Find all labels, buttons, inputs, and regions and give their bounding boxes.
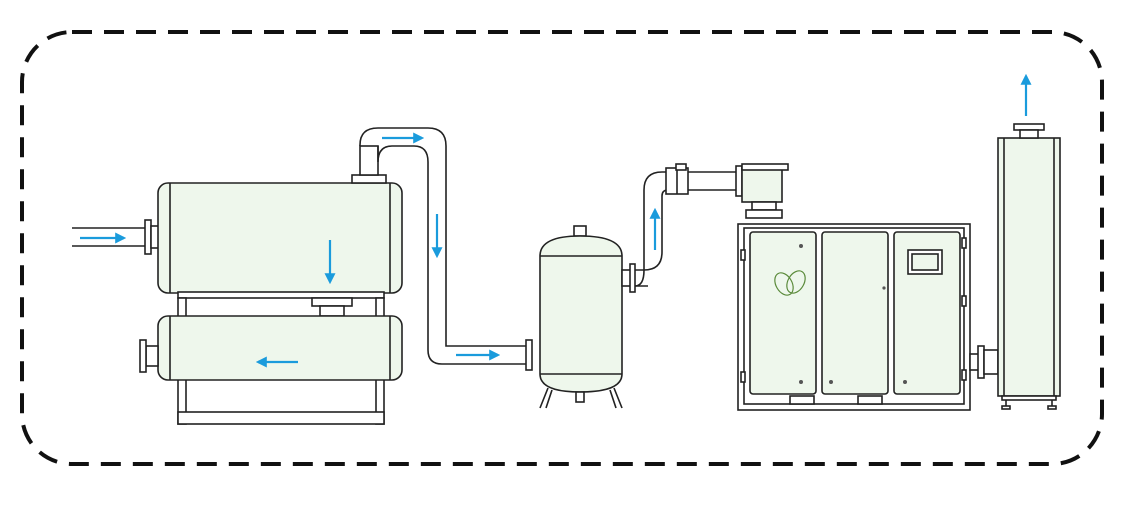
upper-tank-top-nozzle	[351, 174, 387, 184]
tank-group	[72, 145, 403, 425]
connecting-pipe	[359, 127, 528, 365]
filter-column	[983, 123, 1061, 410]
flow-arrows	[80, 73, 1032, 368]
support-frame-top	[177, 291, 385, 299]
compressor-inlet-flange	[735, 165, 743, 197]
receiver-inlet-flange	[525, 339, 533, 371]
air-receiver	[539, 225, 636, 409]
compressor-unit	[737, 223, 985, 411]
inter-tank-nozzle	[311, 297, 353, 307]
receiver-body	[539, 235, 623, 393]
separator-tank-upper	[157, 182, 403, 294]
column-top-flange	[1013, 123, 1045, 131]
cabinet-panel-left	[749, 231, 817, 395]
inlet-flange	[144, 219, 152, 255]
cabinet-panel-middle	[821, 231, 889, 395]
column-body	[997, 137, 1061, 397]
brand-logo-icon	[774, 270, 806, 296]
support-frame-bottom	[177, 411, 385, 425]
lower-tank-nozzle	[145, 345, 159, 367]
intake-elbow	[741, 167, 783, 203]
separator-tank-lower	[157, 315, 403, 381]
system-boundary	[20, 30, 1104, 466]
